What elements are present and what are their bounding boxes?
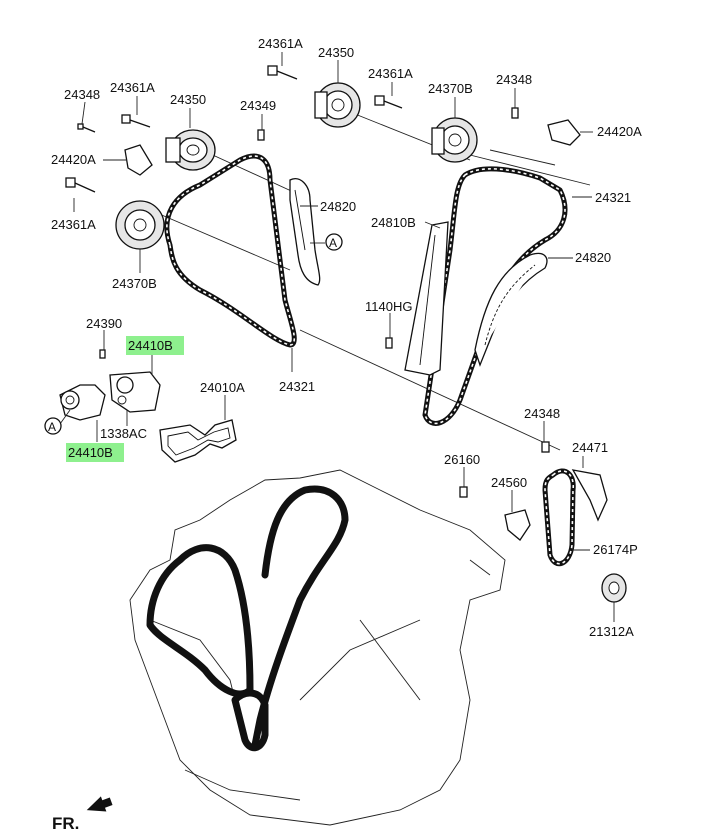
label-24361a-left: 24361A bbox=[110, 80, 155, 95]
label-26160: 26160 bbox=[444, 452, 480, 467]
label-24410b-bottom: 24410B bbox=[68, 445, 113, 460]
svg-text:A: A bbox=[329, 236, 337, 250]
label-24370b-right: 24370B bbox=[428, 81, 473, 96]
label-24560: 24560 bbox=[491, 475, 527, 490]
right-bolts bbox=[267, 65, 519, 349]
front-arrow-icon bbox=[86, 796, 113, 812]
label-24370b-left: 24370B bbox=[112, 276, 157, 291]
left-chain-guide-24820 bbox=[289, 178, 321, 286]
right-cam-sprocket-24370b bbox=[431, 117, 478, 163]
label-1140hg: 1140HG bbox=[365, 299, 412, 314]
callout-labels: 24361A 24350 24361A 24348 24348 24361A 2… bbox=[51, 36, 642, 639]
left-cam-bracket-24420a bbox=[124, 144, 153, 176]
label-24350-top: 24350 bbox=[318, 45, 354, 60]
highlight-24410b-bottom bbox=[66, 443, 124, 462]
label-24820-mid: 24820 bbox=[320, 199, 356, 214]
label-24820-right: 24820 bbox=[575, 250, 611, 265]
right-cam-bracket-24420a bbox=[547, 119, 581, 146]
left-cam-sprocket-24370b bbox=[115, 200, 165, 250]
left-bolts bbox=[65, 114, 265, 193]
label-24361a-top: 24361A bbox=[258, 36, 303, 51]
right-cam-sprocket-24350 bbox=[314, 82, 361, 128]
label-24420a-right: 24420A bbox=[597, 124, 642, 139]
label-24350-left: 24350 bbox=[170, 92, 206, 107]
label-1338ac: 1338AC bbox=[100, 426, 147, 441]
label-24361a-mid: 24361A bbox=[368, 66, 413, 81]
label-24010a: 24010A bbox=[200, 380, 245, 395]
left-timing-chain bbox=[164, 153, 297, 348]
chain-guide-24810b bbox=[404, 221, 449, 376]
engine-block bbox=[129, 469, 506, 826]
label-24348-low: 24348 bbox=[524, 406, 560, 421]
assembly-lines bbox=[149, 109, 591, 451]
leader-lines bbox=[59, 52, 615, 622]
gasket-24010a bbox=[159, 419, 237, 463]
label-24420a-left: 24420A bbox=[51, 152, 96, 167]
label-21312a: 21312A bbox=[589, 624, 634, 639]
reference-marker-a-lower: A bbox=[44, 417, 62, 435]
highlight-24410b-top bbox=[126, 336, 184, 355]
label-24348-left: 24348 bbox=[64, 87, 100, 102]
label-24471: 24471 bbox=[572, 440, 608, 455]
oil-pump-drive bbox=[459, 441, 627, 603]
label-26174p: 26174P bbox=[593, 542, 638, 557]
left-cam-sprocket-24350 bbox=[165, 129, 216, 171]
label-24349: 24349 bbox=[240, 98, 276, 113]
label-24321-top: 24321 bbox=[595, 190, 631, 205]
label-24348-right: 24348 bbox=[496, 72, 532, 87]
front-direction-marker: FR. bbox=[52, 796, 113, 832]
hydraulic-tensioner-24410b bbox=[59, 349, 161, 421]
label-24390: 24390 bbox=[86, 316, 122, 331]
label-24810b: 24810B bbox=[371, 215, 416, 230]
label-24410b-top: 24410B bbox=[128, 338, 173, 353]
reference-marker-a-upper: A bbox=[325, 233, 343, 251]
label-24321-mid: 24321 bbox=[279, 379, 315, 394]
front-label: FR. bbox=[52, 814, 79, 832]
tensioner-arm-24820 bbox=[474, 252, 548, 367]
label-24361a-left2: 24361A bbox=[51, 217, 96, 232]
svg-text:A: A bbox=[48, 420, 56, 434]
